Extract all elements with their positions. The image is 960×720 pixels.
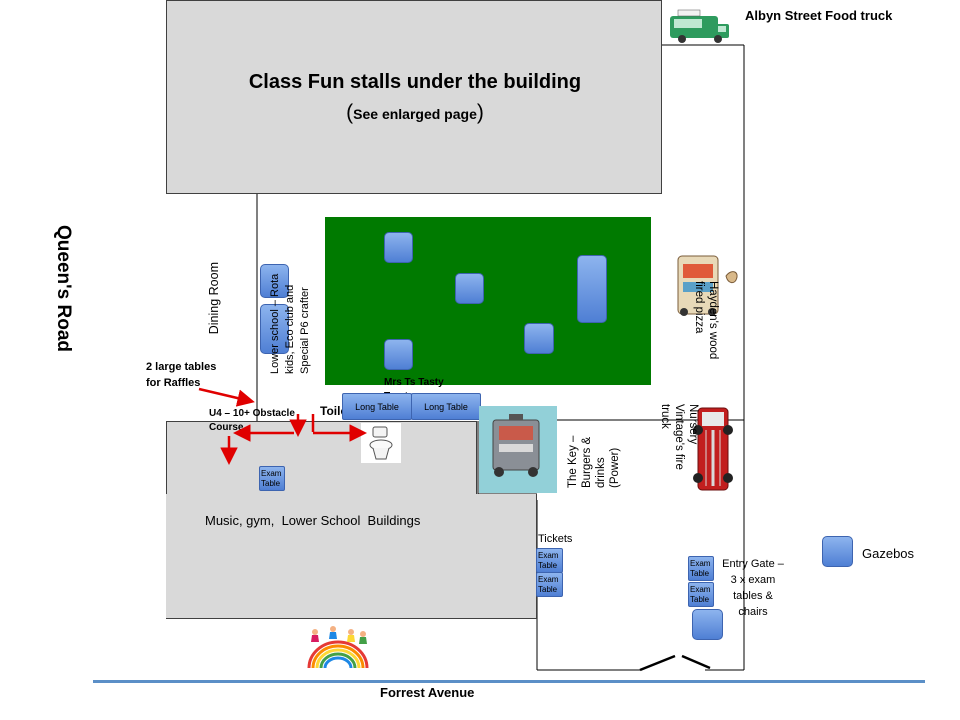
lower-school-building-extension [166, 494, 537, 619]
the-key-label: The Key – Burgers & drinks (Power) [567, 435, 621, 488]
gazebo [260, 264, 289, 298]
entry-gate-icon [639, 654, 711, 672]
fire-truck-label: Nursery Vintage's fire truck [659, 404, 699, 470]
burger-truck-icon [479, 406, 557, 493]
top-building-title: Class Fun stalls under the building [248, 71, 582, 93]
queens-road-label: Queen's Road [53, 225, 74, 352]
toilet-icon [361, 423, 401, 463]
gazebo [384, 232, 413, 263]
tickets-label: Tickets [538, 533, 573, 545]
entry-gate-label: Entry Gate – 3 x exam tables & chairs [722, 558, 784, 618]
food-truck-label: Albyn Street Food truck [745, 8, 893, 23]
gazebo [524, 323, 554, 354]
exam-table: Exam Table [688, 582, 714, 607]
see-enlarged-link: See enlarged page [353, 106, 477, 122]
lower-buildings-label: Music, gym, Lower School Buildings [205, 513, 421, 528]
long-table: Long Table [342, 393, 412, 420]
paren-open: ( [346, 101, 354, 124]
exam-table: Exam Table [688, 556, 714, 581]
food-truck-icon [670, 9, 729, 43]
gazebo [260, 304, 289, 354]
pizza-truck-icon [677, 255, 738, 316]
gazebo [384, 339, 413, 370]
raffles-arrow [198, 387, 255, 407]
pizza-label: Hayden's wood fired pizza [693, 281, 719, 360]
top-building-subtitle: (See enlarged page) [167, 101, 663, 125]
exam-table: Exam Table [536, 572, 563, 597]
gazebo [577, 255, 607, 323]
legend-gazebos-label: Gazebos [862, 546, 915, 561]
long-table: Long Table [411, 393, 481, 420]
legend-gazebo-icon [822, 536, 853, 567]
exam-table: Exam Table [259, 466, 285, 491]
fire-truck-icon [693, 407, 733, 491]
paren-close: ) [476, 101, 484, 124]
obstacle-course-label: U4 – 10+ Obstacle Course [209, 408, 295, 433]
gazebo [692, 609, 723, 640]
top-building: Class Fun stalls under the building (See… [166, 0, 662, 194]
forrest-avenue-road [93, 680, 925, 683]
forrest-avenue-label: Forrest Avenue [380, 685, 475, 700]
exam-table: Exam Table [536, 548, 563, 573]
rainbow-kids-icon [307, 626, 369, 669]
raffles-note: 2 large tables for Raffles [146, 361, 217, 389]
gazebo [455, 273, 484, 304]
